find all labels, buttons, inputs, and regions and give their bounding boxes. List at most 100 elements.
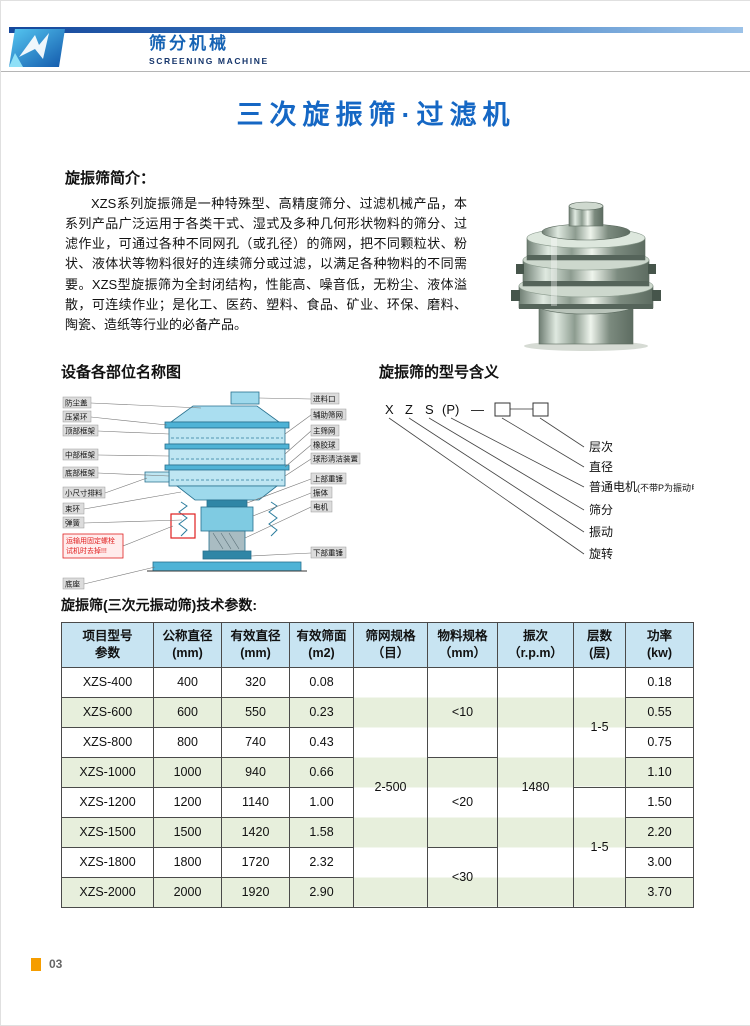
- cell-model: XZS-1200: [61, 786, 154, 818]
- model-code-letter: X: [385, 402, 394, 417]
- diagram-label: 束环: [65, 505, 80, 514]
- cell-nominal: 1200: [153, 786, 222, 818]
- cell-model: XZS-400: [61, 666, 154, 698]
- model-label-layers: 层次: [589, 440, 613, 454]
- cell-effective: 550: [221, 696, 290, 728]
- cell-material-spec: <20: [427, 756, 498, 848]
- col-header-layers: 层数(层): [573, 622, 626, 668]
- table-row: XZS-1000 1000 940 0.66 <20 1.10: [61, 756, 694, 848]
- cell-nominal: 1000: [153, 756, 222, 788]
- model-label-vibrate: 振动: [589, 525, 613, 539]
- col-header-vibration: 振次（r.p.m）: [497, 622, 574, 668]
- product-photo: [481, 194, 693, 352]
- diagram-label: 小尺寸排料: [65, 488, 103, 498]
- cell-area: 0.43: [289, 726, 354, 758]
- model-code-letter: S: [425, 402, 434, 417]
- model-motor-note: (不带P为振动电机): [637, 482, 694, 493]
- col-header-effective-area: 有效筛面(m2): [289, 622, 354, 668]
- page-header: 筛分机械 SCREENING MACHINE: [1, 27, 750, 72]
- cell-effective: 320: [221, 666, 290, 698]
- col-header-nominal-diameter: 公称直径(mm): [153, 622, 222, 668]
- cell-layers: 1-5: [573, 666, 626, 788]
- cell-material-spec: <10: [427, 666, 498, 758]
- cell-mesh-spec: 2-500: [353, 666, 428, 908]
- model-meaning-section: 旋振筛的型号含义 X Z S (P) — 层次 直径: [379, 361, 712, 583]
- diagram-label: 上部重锤: [313, 474, 343, 484]
- cell-model: XZS-1800: [61, 846, 154, 878]
- cell-power: 0.55: [625, 696, 694, 728]
- table-row: XZS-2000 2000 1920 2.90 3.70: [61, 876, 694, 908]
- cell-power: 2.20: [625, 816, 694, 848]
- diagram-label: 辅助筛网: [313, 410, 343, 420]
- cell-area: 0.23: [289, 696, 354, 728]
- cell-model: XZS-2000: [61, 876, 154, 908]
- cell-effective: 940: [221, 756, 290, 788]
- model-label-rotate: 旋转: [589, 546, 613, 561]
- cell-effective: 740: [221, 726, 290, 758]
- machine-diagram: 防尘盖 压紧环 顶部框架 中部框架 底部框架 小尺寸排料 束环 弹簧 底座 运输…: [62, 391, 361, 590]
- diagram-label: 压紧环: [65, 413, 88, 422]
- cell-power: 1.50: [625, 786, 694, 818]
- col-header-model: 项目型号参数: [61, 622, 154, 668]
- brand-logo-icon: [9, 29, 65, 67]
- diagram-label: 振体: [313, 488, 328, 498]
- cell-power: 3.70: [625, 876, 694, 908]
- cell-area: 0.08: [289, 666, 354, 698]
- brand-block: 筛分机械 SCREENING MACHINE: [149, 34, 269, 66]
- cell-effective: 1920: [221, 876, 290, 908]
- cell-model: XZS-800: [61, 726, 154, 758]
- diagram-label: 进料口: [313, 394, 336, 404]
- cell-model: XZS-1500: [61, 816, 154, 848]
- brand-name-cn: 筛分机械: [149, 34, 229, 53]
- cell-area: 0.66: [289, 756, 354, 788]
- intro-paragraph: XZS系列旋振筛是一种特殊型、高精度筛分、过滤机械产品，本系列产品广泛运用于各类…: [65, 196, 467, 332]
- diagram-label: 弹簧: [65, 518, 80, 528]
- diagram-label: 球形清洁装置: [313, 454, 358, 464]
- diagram-label: 橡胶球: [313, 440, 336, 450]
- model-meaning-diagram: X Z S (P) — 层次 直径 普通电机 筛分: [385, 402, 712, 561]
- cell-nominal: 800: [153, 726, 222, 758]
- diagram-label: 电机: [313, 502, 328, 512]
- table-row: XZS-600 600 550 0.23 0.55: [61, 696, 694, 728]
- page-footer: 03: [31, 957, 62, 971]
- table-row: XZS-1800 1800 1720 2.32 <30 3.00: [61, 846, 694, 908]
- cell-area: 1.58: [289, 816, 354, 848]
- brand-name-en: SCREENING MACHINE: [149, 55, 269, 66]
- page-marker-icon: [31, 957, 41, 971]
- diagram-label: 主筛网: [313, 426, 336, 436]
- cell-material-spec: <30: [427, 846, 498, 908]
- header-accent-bar: [9, 27, 743, 33]
- cell-nominal: 600: [153, 696, 222, 728]
- transport-bolt-warning: 试机时去掉!!!: [66, 546, 107, 555]
- cell-vibration: 1480: [497, 666, 574, 908]
- col-header-mesh-spec: 筛网规格（目）: [353, 622, 428, 668]
- diagram-label: 底部框架: [65, 468, 95, 478]
- intro-heading: 旋振筛简介：: [65, 170, 156, 187]
- diagram-heading: 设备各部位名称图: [61, 364, 182, 381]
- model-label-screen: 筛分: [589, 502, 613, 517]
- model-label-motor: 普通电机: [589, 480, 637, 494]
- table-row: XZS-1200 1200 1140 1.00 1-5 1.50: [61, 786, 694, 908]
- table-row: XZS-400 400 320 0.08 2-500 <10 1480 1-5 …: [61, 666, 694, 908]
- table-header-row: 项目型号参数 公称直径(mm) 有效直径(mm) 有效筛面(m2) 筛网规格（目…: [61, 622, 694, 668]
- cell-area: 2.90: [289, 876, 354, 908]
- cell-power: 1.10: [625, 756, 694, 788]
- table-row: XZS-800 800 740 0.43 0.75: [61, 726, 694, 758]
- cell-power: 0.18: [625, 666, 694, 698]
- diagram-label: 下部重锤: [313, 548, 343, 558]
- cell-nominal: 2000: [153, 876, 222, 908]
- cell-nominal: 400: [153, 666, 222, 698]
- diagram-label: 防尘盖: [65, 398, 88, 408]
- model-meaning-heading: 旋振筛的型号含义: [379, 364, 500, 381]
- spec-table-section: 旋振筛(三次元振动筛)技术参数: 项目型号参数 公称直径(mm) 有效直径(mm…: [61, 595, 695, 908]
- cell-model: XZS-600: [61, 696, 154, 728]
- col-header-power: 功率(kw): [625, 622, 694, 668]
- col-header-effective-diameter: 有效直径(mm): [221, 622, 290, 668]
- transport-bolt-warning: 运输用固定螺栓: [66, 536, 115, 545]
- cell-model: XZS-1000: [61, 756, 154, 788]
- parts-diagram-section: 设备各部位名称图: [61, 361, 373, 598]
- model-label-diameter: 直径: [589, 460, 613, 474]
- page-title: 三次旋振筛·过滤机: [236, 100, 516, 130]
- model-code-letter: Z: [405, 402, 413, 417]
- diagram-label: 底座: [65, 579, 80, 589]
